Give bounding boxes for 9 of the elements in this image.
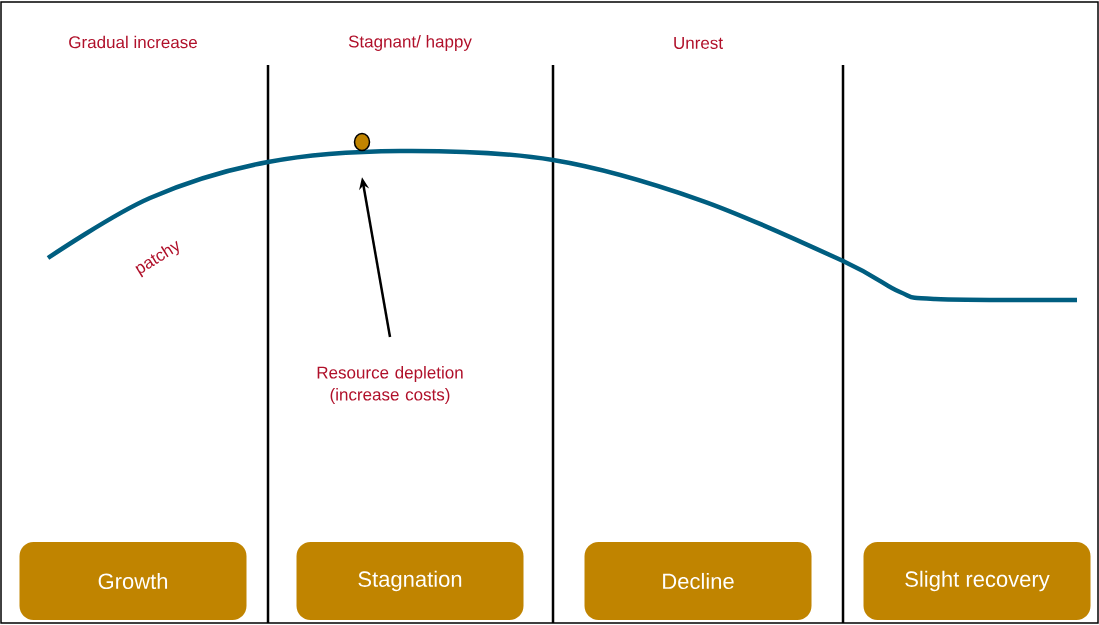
annotation-text: Resource depletion (increase costs) — [317, 366, 463, 404]
stage-box: Slight recovery — [863, 542, 1091, 620]
phase-label: Unrest — [674, 37, 723, 49]
dot — [353, 132, 371, 152]
phase-label: Stagnant/ happy — [348, 35, 472, 51]
phase-label: Gradual increase — [69, 35, 197, 49]
stage-box: Growth — [19, 542, 247, 620]
stage-box: Decline — [584, 542, 812, 620]
stage-box: Stagnation — [296, 542, 524, 620]
